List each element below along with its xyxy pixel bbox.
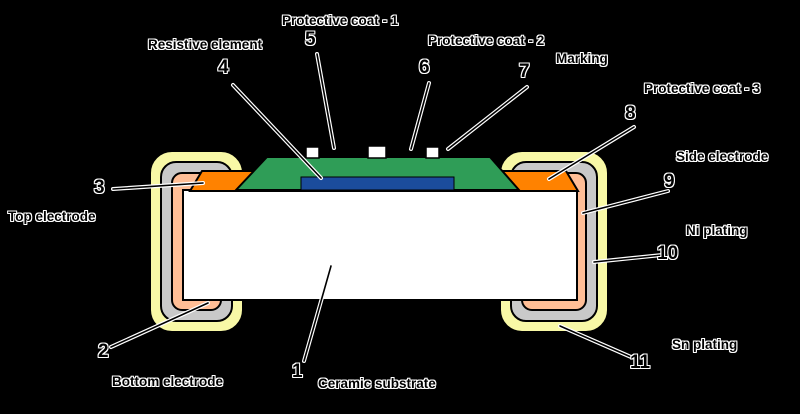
label-sn-plating: Sn plating xyxy=(672,337,738,352)
leader-line-9 xyxy=(582,190,669,214)
leader-line-4 xyxy=(232,84,322,179)
leader-line-3 xyxy=(112,182,204,190)
number-protective-coat-2: 6 xyxy=(419,57,430,78)
number-bottom-electrode: 2 xyxy=(98,341,109,362)
label-protective-coat-3: Protective coat - 3 xyxy=(644,81,761,96)
label-protective-coat-2: Protective coat - 2 xyxy=(428,33,545,48)
number-resistive-element: 4 xyxy=(218,57,229,78)
leader-line-5 xyxy=(316,53,335,149)
leader-lines xyxy=(109,52,670,363)
coat-notch-1 xyxy=(305,146,320,159)
label-marking: Marking xyxy=(556,51,608,66)
leader-line-11 xyxy=(559,325,632,358)
leader-line-1 xyxy=(303,265,332,362)
marking-layer xyxy=(300,176,455,191)
number-ni-plating: 10 xyxy=(657,243,679,264)
label-ceramic-substrate: Ceramic substrate xyxy=(318,376,436,391)
number-protective-coat-3: 8 xyxy=(625,103,636,124)
number-ceramic-substrate: 1 xyxy=(292,361,303,382)
number-marking: 7 xyxy=(519,61,530,82)
label-bottom-electrode: Bottom electrode xyxy=(112,374,224,389)
leader-line-7 xyxy=(447,86,528,150)
number-top-electrode: 3 xyxy=(94,177,105,198)
label-protective-coat-1: Protective coat - 1 xyxy=(282,13,399,28)
leader-line-2 xyxy=(110,302,209,348)
label-resistive-element: Resistive element xyxy=(148,37,263,52)
coat-notch-3 xyxy=(425,146,440,159)
label-top-electrode: Top electrode xyxy=(8,209,96,224)
coat-notch-2 xyxy=(367,145,387,159)
label-ni-plating: Ni plating xyxy=(686,223,748,238)
label-side-electrode: Side electrode xyxy=(676,149,769,164)
number-sn-plating: 11 xyxy=(630,352,651,373)
number-protective-coat-1: 5 xyxy=(305,29,316,50)
leader-line-10 xyxy=(593,254,663,263)
leader-line-6 xyxy=(410,82,430,150)
number-side-electrode: 9 xyxy=(664,171,675,192)
leader-line-8 xyxy=(548,126,635,180)
ceramic-substrate-body xyxy=(182,189,578,301)
